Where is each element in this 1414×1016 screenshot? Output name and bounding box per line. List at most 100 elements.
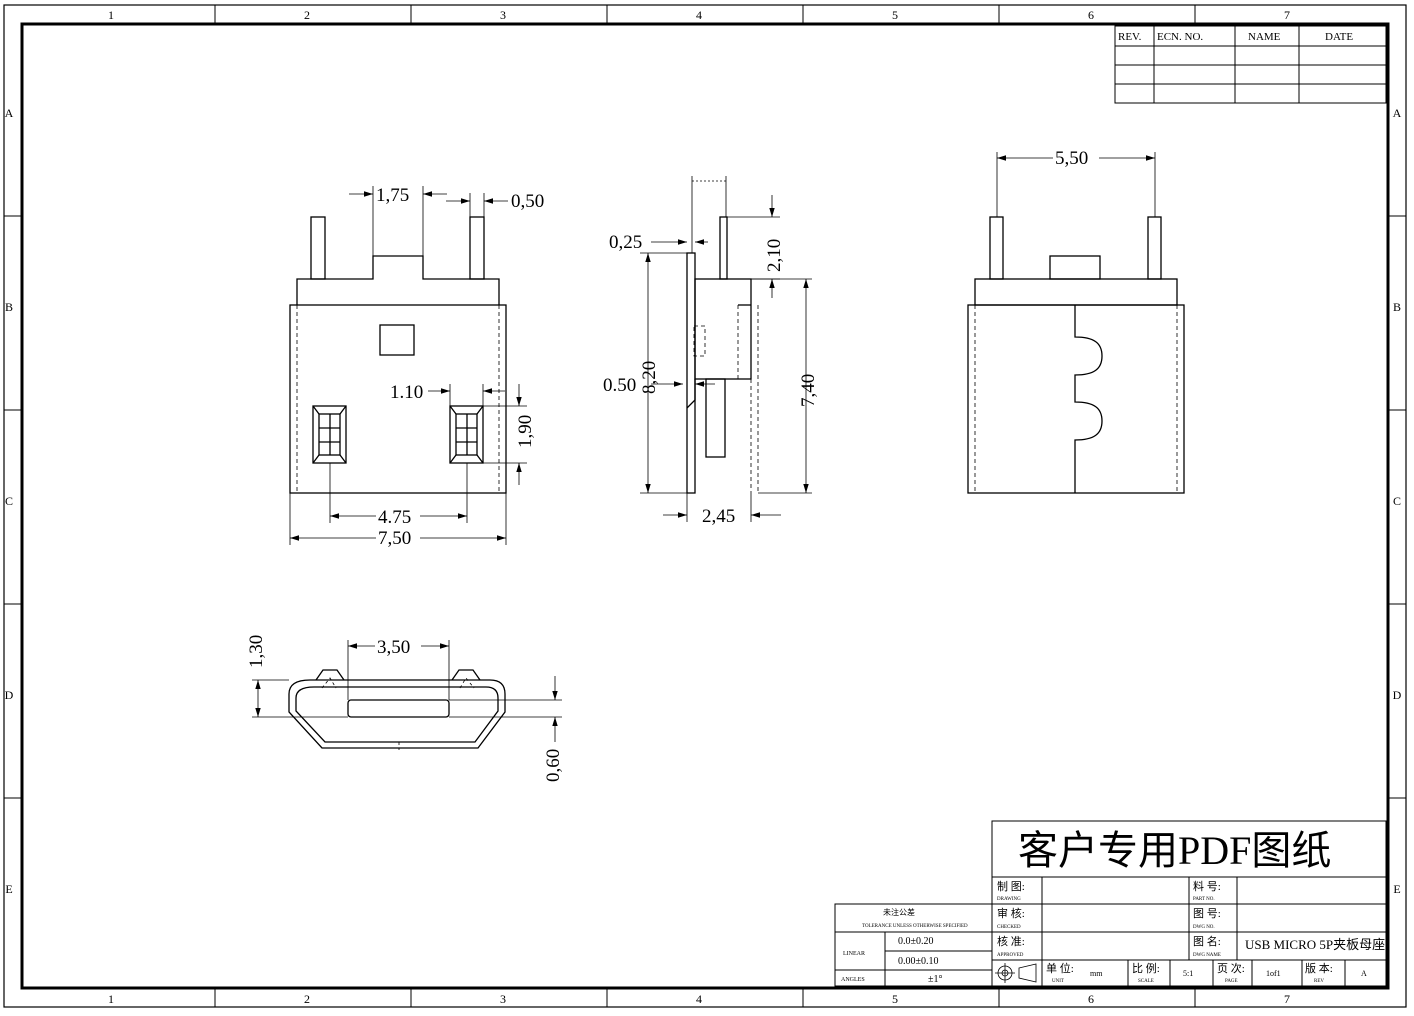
rev-value: A [1361, 969, 1367, 978]
watermark-title: 客户专用PDF图纸 [1018, 828, 1331, 873]
front-top-flange [296, 255, 500, 305]
col-label: 7 [1284, 992, 1290, 1006]
row-label: A [1393, 106, 1402, 120]
col-label: 5 [892, 992, 898, 1006]
drawn-label-en: DRAWING [997, 897, 1021, 902]
row-label: D [1393, 688, 1402, 702]
dim-pin-length: 2,10 [764, 239, 785, 272]
side-housing [694, 278, 752, 380]
dwg-no-label-en: DWG NO. [1193, 925, 1215, 930]
col-label: 4 [696, 992, 702, 1006]
rear-body [967, 304, 1185, 494]
approved-label-en: APPROVED [997, 953, 1024, 958]
scale-value: 5:1 [1183, 969, 1193, 978]
zone-labels: 1 2 3 4 5 6 7 1 2 3 4 5 6 7 A B C D E A … [5, 8, 1402, 1006]
ecn-header: ECN. NO. [1157, 31, 1203, 43]
port-latch-left [315, 669, 345, 681]
dim-overall-width: 7,50 [378, 528, 411, 549]
scale-label-en: SCALE [1138, 979, 1154, 984]
rev-header: REV. [1118, 31, 1142, 43]
port-tongue [347, 699, 450, 718]
port-view: 3,50 1,30 0,60 [246, 635, 564, 782]
dwg-name-label-en: DWG NAME [1193, 953, 1221, 958]
dim-pin-spacing: 5,50 [1055, 148, 1088, 169]
side-shell [686, 252, 696, 494]
dim-contact-height: 1,90 [515, 415, 536, 448]
projection-icon [995, 963, 1037, 983]
date-header: DATE [1325, 31, 1353, 43]
sheet-frame [3, 4, 1407, 1008]
col-label: 3 [500, 992, 506, 1006]
rev-label: 版 本: [1305, 961, 1333, 975]
row-label: C [1393, 494, 1401, 508]
scale-label: 比 例: [1132, 961, 1160, 975]
revision-table: REV. ECN. NO. NAME DATE [1114, 25, 1387, 104]
page-value: 1of1 [1266, 969, 1281, 978]
dim-tongue-width: 3,50 [377, 637, 410, 658]
linear-tol-2: 0.00±0.10 [898, 956, 939, 967]
checked-label: 审 核: [997, 906, 1025, 920]
linear-label: LINEAR [843, 951, 865, 957]
unit-value: mm [1090, 969, 1103, 978]
dim-body-height: 7,40 [798, 374, 819, 407]
front-pin-right [469, 216, 485, 280]
angles-tol: ±1° [928, 974, 943, 985]
tolerance-heading-en: TOLERANCE UNLESS OTHERWISE SPECIFIED [862, 924, 968, 929]
unit-label: 单 位: [1046, 961, 1074, 975]
front-view: 1,75 0,50 1.10 1,90 4.75 7,50 [289, 184, 544, 549]
rear-pin-left [989, 216, 1004, 280]
row-label: E [1393, 882, 1400, 896]
port-shell-inner [295, 686, 499, 743]
part-no-label: 料 号: [1193, 879, 1221, 893]
dwg-no-label: 图 号: [1193, 907, 1221, 920]
dwg-name-label: 图 名: [1193, 934, 1221, 948]
col-label: 5 [892, 8, 898, 22]
unit-label-en: UNIT [1052, 979, 1064, 984]
col-label: 6 [1088, 8, 1094, 22]
rear-pin-right [1147, 216, 1162, 280]
col-label: 1 [108, 8, 114, 22]
checked-label-en: CHECKED [997, 925, 1021, 930]
linear-tol-1: 0.0±0.20 [898, 936, 934, 947]
col-label: 3 [500, 8, 506, 22]
row-label: A [5, 106, 14, 120]
dwg-name-value: USB MICRO 5P夹板母座 [1245, 937, 1385, 952]
col-label: 4 [696, 8, 702, 22]
row-label: E [5, 882, 12, 896]
row-label: D [5, 688, 14, 702]
port-latch-right [451, 669, 481, 681]
page-label: 页 次: [1217, 961, 1245, 975]
title-block: 客户专用PDF图纸 制 图: DRAWING 审 核: CHECKED 核 准:… [834, 820, 1387, 987]
page-label-en: PAGE [1225, 979, 1238, 984]
dim-tongue-thickness: 0,60 [543, 749, 564, 782]
rear-seam [1074, 305, 1103, 493]
rev-label-en: REV [1314, 979, 1324, 984]
col-label: 1 [108, 992, 114, 1006]
drawn-label: 制 图: [997, 880, 1025, 893]
dim-shell-thickness: 0,25 [609, 232, 642, 253]
front-body [289, 304, 507, 494]
row-label: C [5, 494, 13, 508]
col-label: 7 [1284, 8, 1290, 22]
angles-label: ANGLES [841, 977, 865, 983]
front-window [379, 324, 415, 356]
front-pin-left [310, 216, 326, 280]
dim-total-height: 8,20 [639, 361, 660, 394]
dim-contact-spacing: 4.75 [378, 507, 411, 528]
rear-view: 5,50 [967, 148, 1185, 494]
dim-tab-offset: 0.50 [603, 375, 636, 396]
dim-depth: 2,45 [702, 506, 735, 527]
rear-top-plate [974, 278, 1178, 306]
col-label: 6 [1088, 992, 1094, 1006]
part-no-label-en: PART NO. [1193, 897, 1215, 902]
side-pin [719, 216, 728, 280]
row-label: B [1393, 300, 1401, 314]
row-label: B [5, 300, 13, 314]
rear-tab [1049, 255, 1101, 280]
approved-label: 核 准: [997, 934, 1025, 948]
side-view: 0,25 2,10 8,20 7,40 0.50 2,45 [603, 176, 819, 527]
col-label: 2 [304, 8, 310, 22]
dim-contact-width: 1.10 [390, 382, 423, 403]
